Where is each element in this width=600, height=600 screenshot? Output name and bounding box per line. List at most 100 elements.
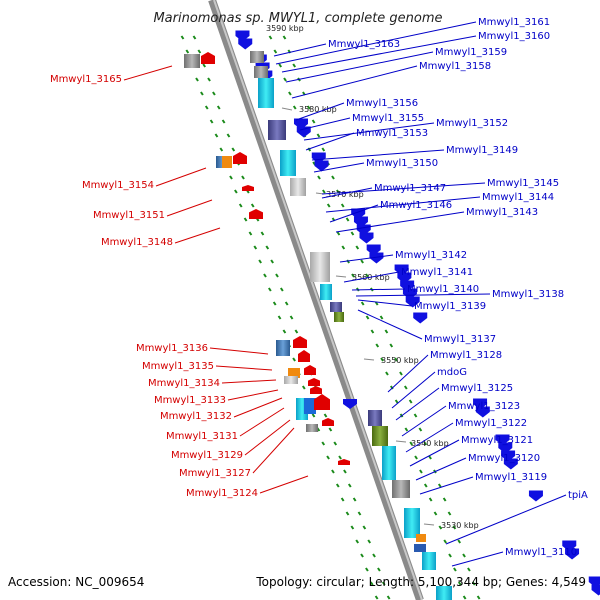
guide-dot [321, 441, 326, 446]
scale-label-3550: 3550 kbp [381, 356, 419, 365]
guide-dot [306, 105, 311, 110]
gene-label-forward[interactable]: Mmwyl1_3128 [430, 350, 502, 361]
guide-dot [250, 203, 255, 208]
gene-label-forward[interactable]: Mmwyl1_3160 [478, 31, 550, 42]
gene-label-reverse[interactable]: Mmwyl1_3124 [186, 488, 258, 499]
gene-label-reverse[interactable]: Mmwyl1_3154 [82, 180, 154, 191]
gene-label-reverse[interactable]: Mmwyl1_3133 [154, 395, 226, 406]
reverse-gene-arrow [233, 152, 247, 164]
gene-label-forward[interactable]: Mmwyl1_3138 [492, 289, 564, 300]
leader-line [311, 149, 445, 161]
guide-dot [284, 301, 289, 306]
forward-gene-arrow [591, 584, 600, 596]
guide-dot [394, 357, 398, 362]
forward-gene-arrow [359, 232, 374, 244]
guide-dot [317, 175, 321, 180]
gene-box [280, 150, 296, 176]
gene-label-forward[interactable]: Mmwyl1_3145 [487, 178, 559, 189]
reverse-strand-labels: Mmwyl1_3165 Mmwyl1_3154 Mmwyl1_3151 Mmwy… [50, 74, 258, 499]
forward-gene-arrow [475, 406, 490, 418]
leader-line [303, 122, 435, 141]
guide-dot [282, 329, 287, 334]
gene-label-forward[interactable]: Mmwyl1_3159 [435, 47, 507, 58]
gene-label-reverse[interactable]: Mmwyl1_3127 [179, 468, 251, 479]
gene-label-reverse[interactable]: Mmwyl1_3135 [142, 361, 214, 372]
leader-line [291, 65, 418, 99]
reverse-gene-arrow [242, 185, 254, 191]
gene-label-forward[interactable]: Mmwyl1_3163 [328, 39, 400, 50]
guide-dot [316, 133, 321, 138]
gene-label-forward[interactable]: Mmwyl1_3149 [446, 145, 518, 156]
gene-label-forward[interactable]: Mmwyl1_3139 [414, 301, 486, 312]
gene-label-reverse[interactable]: Mmwyl1_3165 [50, 74, 122, 85]
gene-label-forward[interactable]: Mmwyl1_3110 [505, 547, 577, 558]
gene-box [372, 426, 388, 446]
guide-dot [462, 595, 467, 600]
gene-label-forward[interactable]: Mmwyl1_3153 [356, 128, 428, 139]
gene-label-reverse[interactable]: Mmwyl1_3129 [171, 450, 243, 461]
forward-gene-arrow [369, 252, 384, 264]
leader-line [405, 422, 454, 453]
gene-label-reverse[interactable]: Mmwyl1_3131 [166, 431, 238, 442]
guide-dot [413, 413, 418, 418]
guide-dot [428, 497, 433, 502]
gene-label-reverse[interactable]: Mmwyl1_3134 [148, 378, 220, 389]
leader-line [357, 299, 413, 307]
gene-label-forward[interactable]: Mmwyl1_3122 [455, 418, 527, 429]
guide-dot [294, 329, 299, 334]
gene-label-forward[interactable]: Mmwyl1_3140 [407, 284, 479, 295]
reverse-gene-arrow [298, 350, 310, 362]
gene-label-reverse[interactable]: Mmwyl1_3148 [101, 237, 173, 248]
guide-dot [209, 119, 214, 124]
guide-dot [248, 231, 253, 236]
gene-label-forward[interactable]: Mmwyl1_3144 [482, 192, 554, 203]
gene-label-forward[interactable]: Mmwyl1_3146 [380, 200, 452, 211]
gene-label-reverse[interactable]: Mmwyl1_3151 [93, 210, 165, 221]
gene-box [222, 156, 232, 168]
forward-gene-arrow [528, 490, 543, 502]
gene-label-forward[interactable]: Mmwyl1_3141 [401, 267, 473, 278]
gene-label-forward[interactable]: Mmwyl1_3123 [448, 401, 520, 412]
gene-label-forward[interactable]: Mmwyl1_3119 [475, 472, 547, 483]
gene-label-forward[interactable]: tpiA [568, 490, 588, 501]
gene-label-reverse[interactable]: Mmwyl1_3136 [136, 343, 208, 354]
guide-dot [241, 175, 245, 180]
guide-dot [200, 91, 204, 96]
guide-dot [379, 315, 384, 320]
gene-label-forward[interactable]: Mmwyl1_3156 [346, 98, 418, 109]
gene-box [334, 312, 344, 322]
gene-box [310, 252, 330, 282]
guide-dot [283, 77, 287, 82]
gene-box [250, 51, 264, 63]
gene-label-forward[interactable]: Mmwyl1_3120 [468, 453, 540, 464]
forward-gene-arrow [238, 38, 253, 50]
gene-label-forward[interactable]: Mmwyl1_3142 [395, 250, 467, 261]
guide-dot [340, 203, 345, 208]
leader-line [252, 427, 295, 474]
guide-dot [260, 231, 265, 236]
guide-dot [343, 469, 347, 474]
gene-label-forward[interactable]: Mmwyl1_3147 [374, 183, 446, 194]
scale-label-3590: 3590 kbp [266, 24, 304, 33]
genome-backbone [208, 0, 424, 600]
forward-gene-arrow [296, 126, 311, 138]
guide-dot [311, 119, 316, 124]
reverse-gene-arrow [322, 418, 334, 426]
gene-label-forward[interactable]: Mmwyl1_3155 [352, 113, 424, 124]
reverse-gene-arrow [304, 365, 316, 375]
guide-dot [221, 119, 226, 124]
gene-label-forward[interactable]: Mmwyl1_3125 [441, 383, 513, 394]
guide-dot [355, 539, 360, 544]
gene-label-forward[interactable]: Mmwyl1_3152 [436, 118, 508, 129]
leader-line [221, 379, 277, 384]
gene-label-forward[interactable]: Mmwyl1_3143 [466, 207, 538, 218]
gene-label-forward[interactable]: Mmwyl1_3161 [478, 17, 550, 28]
gene-label-forward[interactable]: Mmwyl1_3150 [366, 158, 438, 169]
gene-label-forward[interactable]: Mmwyl1_3121 [461, 435, 533, 446]
gene-label-reverse[interactable]: Mmwyl1_3132 [160, 411, 232, 422]
gene-label-forward[interactable]: mdoG [437, 367, 467, 378]
guide-dot [404, 427, 409, 432]
gene-label-forward[interactable]: Mmwyl1_3158 [419, 61, 491, 72]
gene-label-forward[interactable]: Mmwyl1_3137 [424, 334, 496, 345]
reverse-gene-arrow [314, 394, 330, 410]
